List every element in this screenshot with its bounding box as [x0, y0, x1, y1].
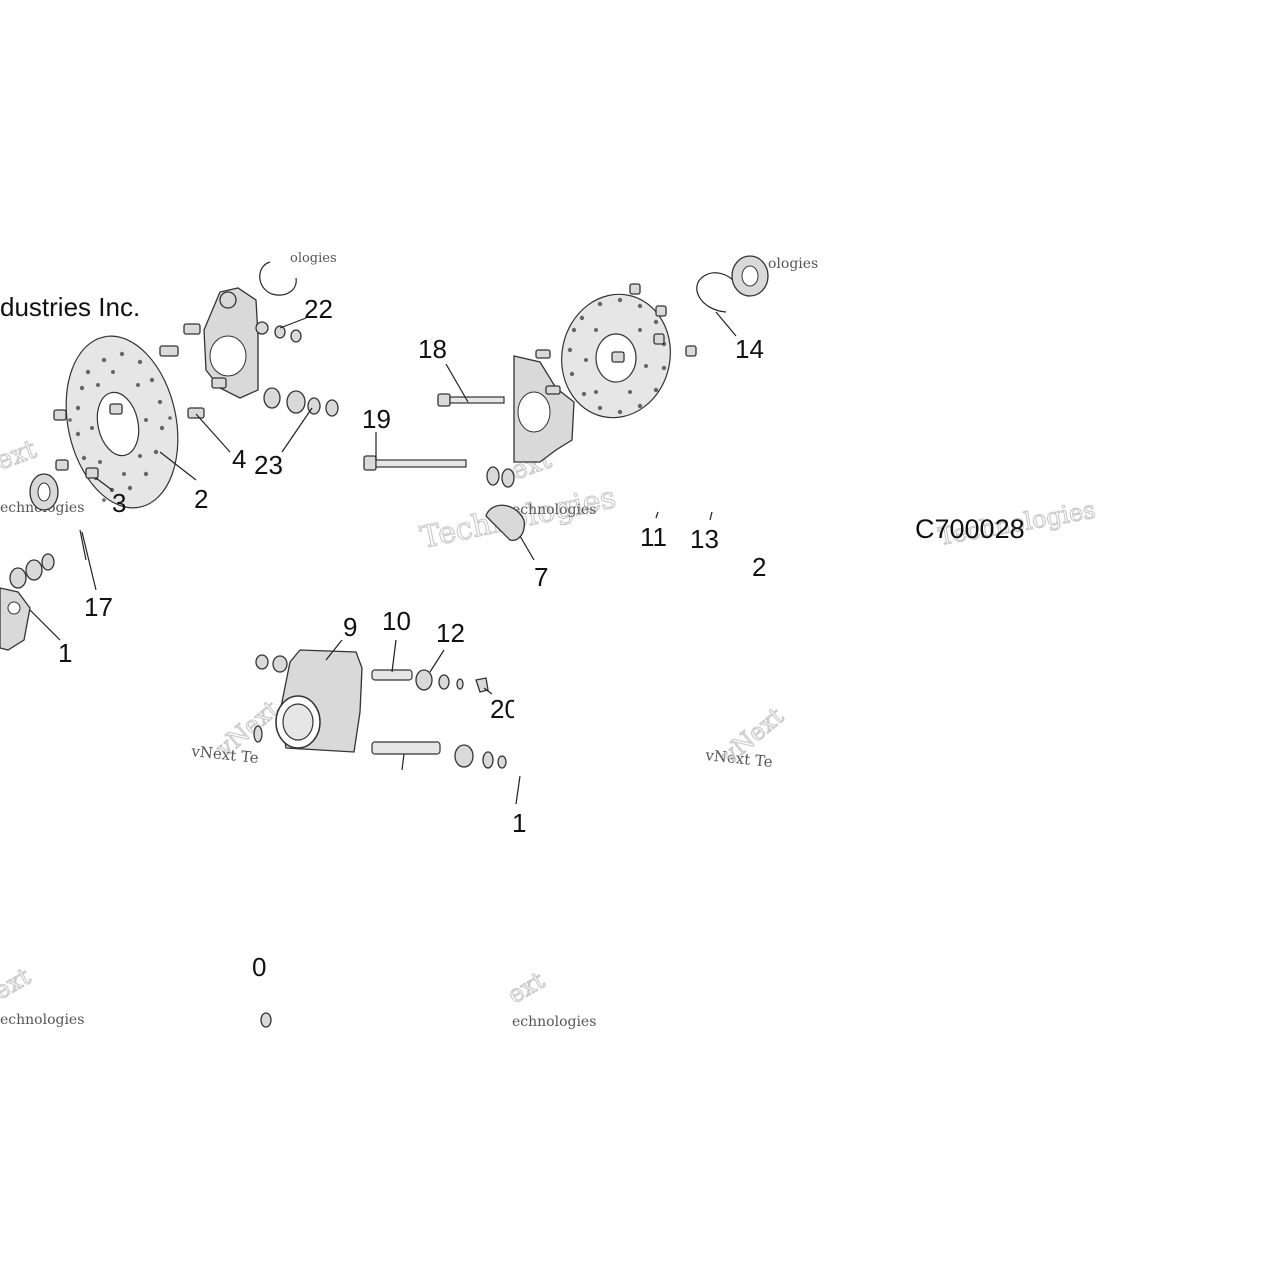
callout-12: 12 — [436, 618, 465, 648]
watermark-text: echnologies — [512, 1014, 596, 1030]
bolt-group-right — [629, 283, 697, 357]
shaft-lower — [371, 741, 507, 769]
callout-7: 7 — [534, 562, 548, 592]
callout-17: 17 — [84, 592, 113, 622]
watermark-text: echnologies — [512, 502, 596, 518]
bushing-set-23 — [263, 387, 339, 417]
carrier-9 — [253, 649, 363, 753]
brake-disc-left — [65, 335, 179, 509]
retaining-ring-left — [259, 261, 297, 296]
cap-7 — [485, 504, 525, 541]
watermark-text: ologies — [290, 251, 337, 266]
watermark-text: ext — [0, 962, 36, 1005]
callout-4: 4 — [232, 444, 246, 474]
drawing-code: C700028 — [915, 514, 1025, 544]
bolt-19 — [363, 455, 467, 471]
bolt-18 — [437, 393, 505, 407]
callout-3: 3 — [112, 488, 126, 518]
callout-14: 14 — [735, 334, 764, 364]
tile-mask — [514, 590, 694, 720]
wheel-bearing-left — [29, 473, 59, 511]
bushing — [486, 466, 500, 486]
callout-0: 0 — [252, 952, 266, 982]
callout-10: 10 — [382, 606, 411, 636]
shaft-10 — [371, 669, 489, 693]
watermark-text: ext — [503, 966, 550, 1009]
callout-18: 18 — [418, 334, 447, 364]
leader-lines — [29, 311, 737, 805]
callout-23: 23 — [254, 450, 283, 480]
watermark-text: ologies — [768, 256, 818, 272]
callout-11: 11 — [640, 522, 667, 552]
cotter-pin-17 — [79, 529, 87, 561]
snap-ring-14 — [696, 272, 739, 313]
watermark-text: ext — [0, 434, 41, 476]
callout-2: 2 — [194, 484, 208, 514]
callout-21: 2 — [752, 552, 766, 582]
knuckle-left — [0, 553, 55, 651]
wheel-hub-left — [183, 287, 269, 399]
bushing — [501, 468, 515, 488]
callout-19: 19 — [362, 404, 391, 434]
callout-22: 22 — [304, 294, 333, 324]
callout-1b: 1 — [512, 808, 526, 838]
tile-mask — [770, 560, 810, 590]
watermark-text: echnologies — [0, 1012, 84, 1028]
callout-1: 1 — [58, 638, 72, 668]
bolt-group-left — [53, 345, 205, 479]
bushing — [260, 1012, 272, 1028]
brake-disc-right — [561, 293, 671, 419]
wheel-bearing-right — [731, 255, 769, 297]
callout-9: 9 — [343, 612, 357, 642]
washer-22 — [274, 325, 302, 343]
manufacturer-label: dustries Inc. — [0, 292, 140, 322]
callout-13: 13 — [690, 524, 719, 554]
